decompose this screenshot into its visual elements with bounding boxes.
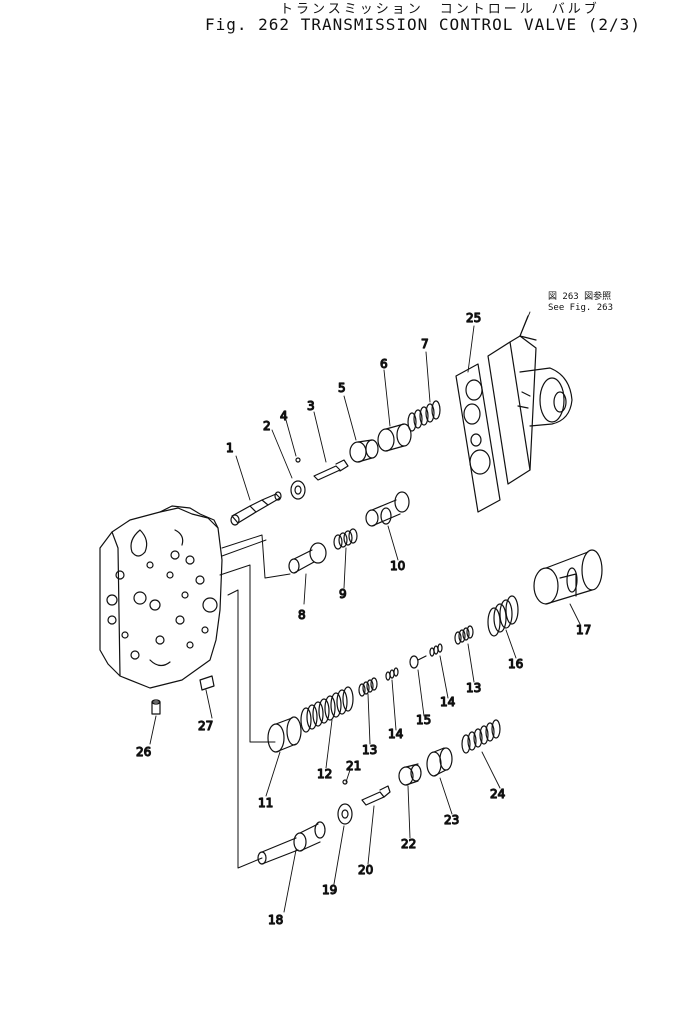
- part-18-spool: [257, 821, 326, 865]
- label-24: 24: [490, 787, 505, 801]
- part-4-ball: [295, 457, 301, 463]
- part-19-cap: [337, 803, 353, 825]
- part-25-gasket: [455, 363, 501, 513]
- part-12-spring: [300, 686, 354, 733]
- label-13-left: 13: [362, 743, 377, 757]
- part-labels: 1 2 3 4 5 6 7 8 9 10 11 12 13 13 14 14 1…: [135, 310, 591, 927]
- part-13-spring-right: [454, 625, 474, 645]
- part-9-spring: [333, 528, 358, 550]
- label-18: 18: [268, 913, 283, 927]
- label-pointers: [149, 311, 581, 913]
- part-8-plug: [288, 542, 327, 574]
- part-24-spring: [461, 719, 501, 754]
- label-5: 5: [338, 381, 346, 395]
- label-21: 21: [346, 759, 361, 773]
- label-25: 25: [466, 311, 481, 325]
- label-12: 12: [317, 767, 332, 781]
- label-26: 26: [136, 745, 151, 759]
- part-5-sleeve: [349, 439, 379, 463]
- label-23: 23: [444, 813, 459, 827]
- part-20-pin: [361, 785, 391, 806]
- part-22-sleeve: [398, 763, 422, 786]
- label-14-right: 14: [440, 695, 455, 709]
- part-21-ball: [342, 779, 348, 785]
- figure-title: Fig. 262 TRANSMISSION CONTROL VALVE (2/3…: [205, 15, 641, 34]
- reference-en: See Fig. 263: [548, 303, 614, 313]
- part-11-piston: [267, 716, 302, 753]
- label-3: 3: [307, 399, 315, 413]
- reference-jp: 図 263 図参照: [548, 292, 612, 302]
- part-1-spool: [230, 491, 282, 526]
- part-7-spring: [407, 400, 441, 432]
- title-japanese: トランスミッション コントロール バルブ: [280, 2, 600, 17]
- label-10: 10: [390, 559, 405, 573]
- label-1: 1: [226, 441, 234, 455]
- part-17-plug: [533, 549, 603, 605]
- part-2-cap: [290, 480, 306, 500]
- part-15-valve: [409, 655, 427, 669]
- label-22: 22: [401, 837, 416, 851]
- part-27-plug: [199, 675, 215, 691]
- leader-lines: [219, 534, 291, 869]
- label-14-left: 14: [388, 727, 403, 741]
- part-14-spring-left: [385, 667, 399, 681]
- label-6: 6: [380, 357, 388, 371]
- part-13-spring-left: [358, 677, 378, 697]
- part-23-cylinder: [426, 747, 453, 777]
- label-19: 19: [322, 883, 337, 897]
- label-2: 2: [263, 419, 271, 433]
- label-27: 27: [198, 719, 213, 733]
- part-26-plug: [151, 699, 161, 715]
- label-7: 7: [421, 337, 429, 351]
- part-6-cylinder: [377, 423, 412, 452]
- part-14-spring-right: [429, 643, 443, 657]
- part-3-pin: [313, 459, 349, 481]
- solenoid-assembly: [487, 315, 573, 485]
- part-10-piston: [365, 491, 410, 527]
- see-figure-reference: 図 263 図参照 See Fig. 263: [548, 292, 613, 314]
- label-13-right: 13: [466, 681, 481, 695]
- label-9: 9: [339, 587, 347, 601]
- label-20: 20: [358, 863, 373, 877]
- label-4: 4: [280, 409, 288, 423]
- label-8: 8: [298, 608, 306, 622]
- part-16-spring: [487, 595, 519, 637]
- label-11: 11: [258, 796, 273, 810]
- label-15: 15: [416, 713, 431, 727]
- valve-body: [99, 505, 223, 689]
- label-16: 16: [508, 657, 523, 671]
- label-17: 17: [576, 623, 591, 637]
